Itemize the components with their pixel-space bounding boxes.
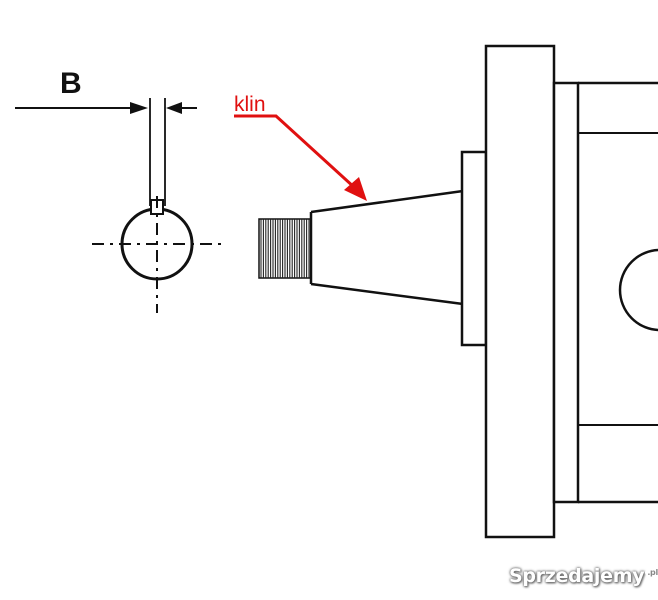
callout-arrowhead: [344, 177, 367, 201]
shaft-cross-section: [92, 196, 225, 313]
dimension-arrow-left: [130, 102, 148, 114]
callout-leader: [234, 114, 357, 190]
port-circle: [618, 248, 658, 332]
taper-bottom-edge: [310, 282, 464, 306]
tapered-shaft: [309, 189, 464, 306]
watermark-text: Sprzedajemy: [509, 565, 645, 587]
motor-body: [552, 81, 658, 504]
threaded-end: [258, 218, 312, 279]
callout-label: klin: [234, 93, 266, 116]
watermark-logo: Sprzedajemy.pl: [509, 565, 658, 587]
body-ring: [552, 81, 580, 504]
dimension-b: B: [15, 67, 197, 206]
dimension-arrow-right: [166, 102, 182, 114]
collar: [460, 150, 488, 347]
key-callout: klin: [234, 93, 367, 201]
dimension-label: B: [60, 67, 82, 100]
thread-lines: [260, 219, 310, 278]
flange: [484, 44, 556, 539]
taper-top-edge: [310, 189, 464, 214]
watermark-tld: .pl: [645, 567, 658, 577]
